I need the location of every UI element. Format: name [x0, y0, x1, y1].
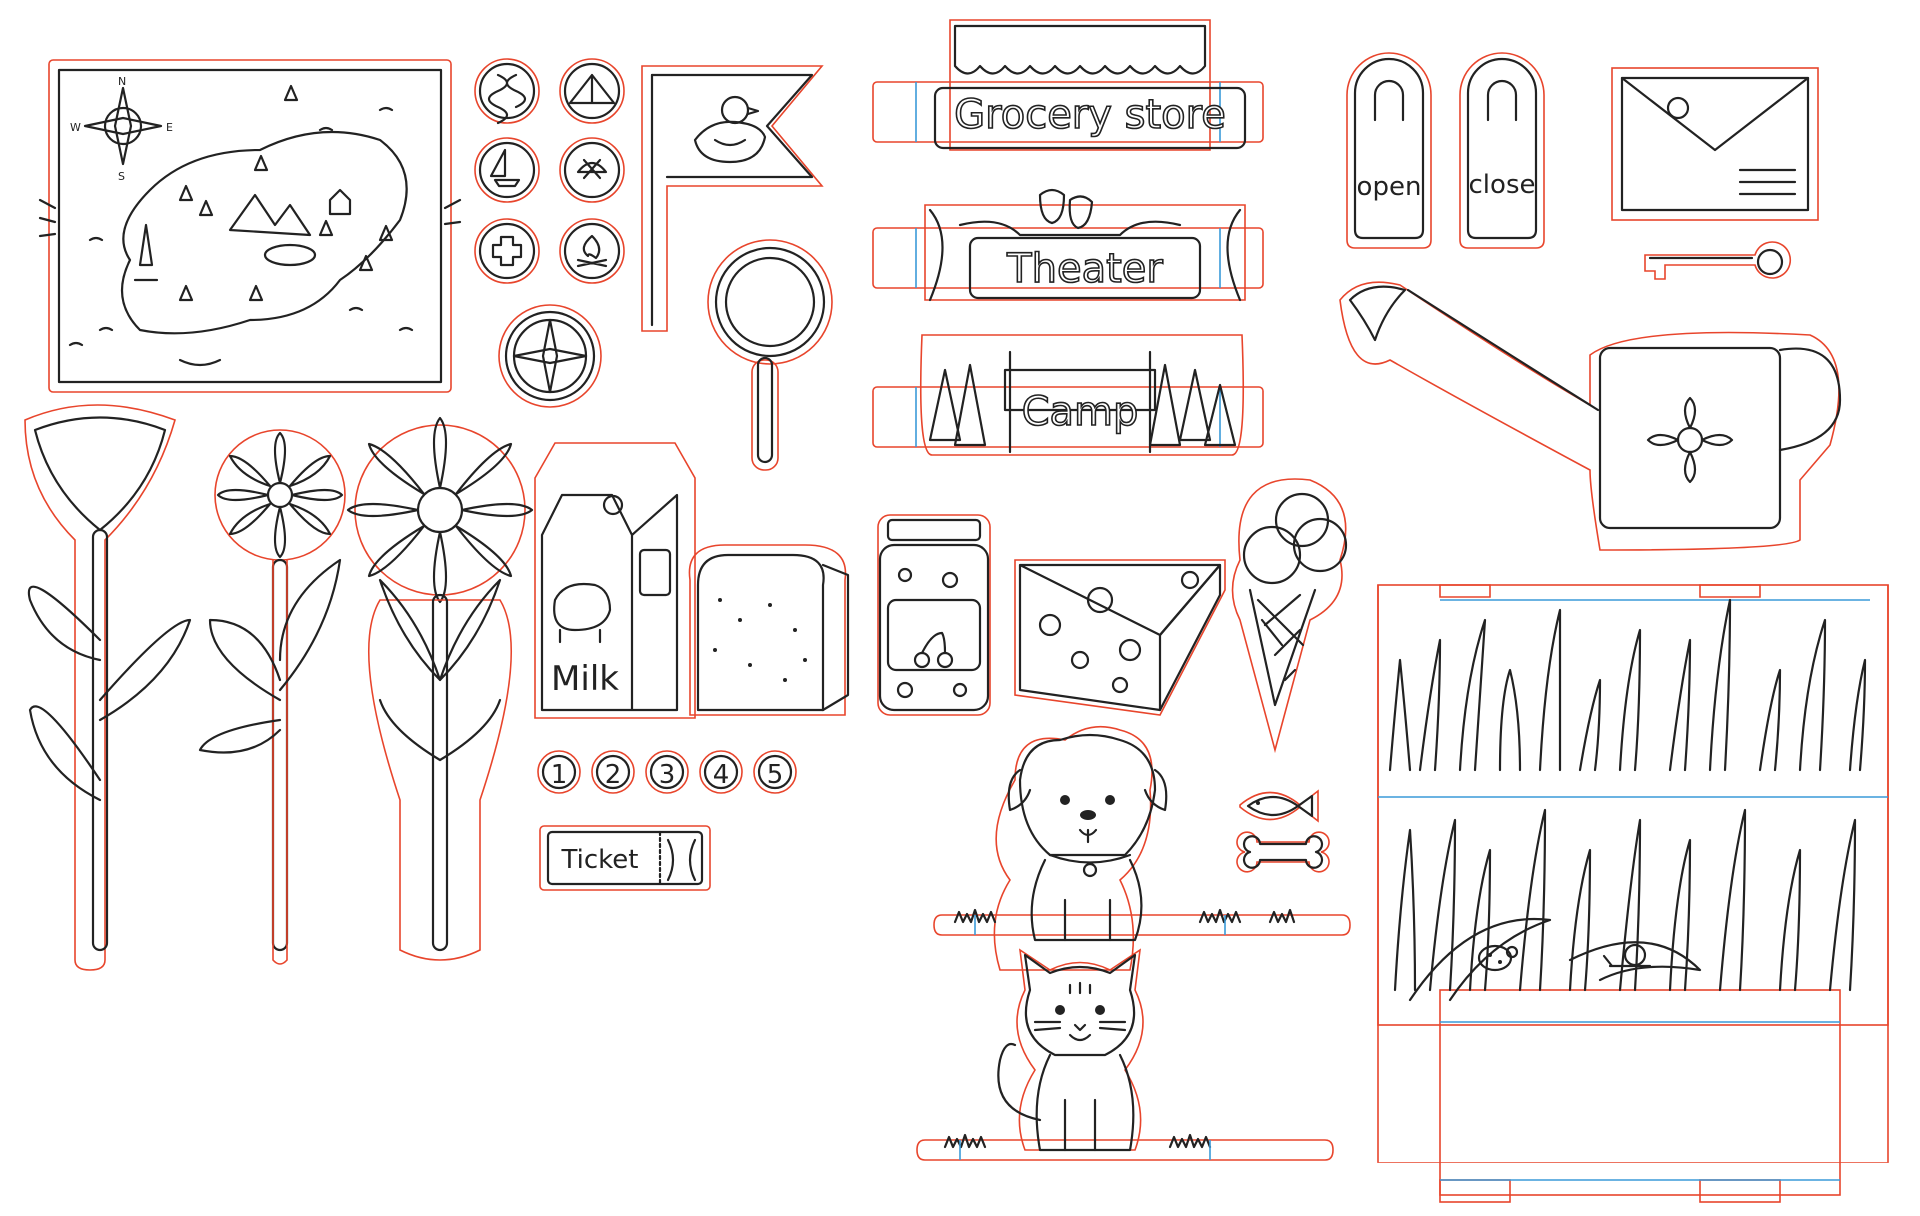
milk-carton: Milk — [534, 442, 696, 719]
camp-plank — [1003, 368, 1157, 412]
map-house-icon — [328, 188, 352, 216]
ticket-label: Ticket — [561, 845, 639, 875]
number-token-4: 4 — [699, 750, 743, 794]
svg-text:1: 1 — [551, 760, 568, 790]
sailboat-icon — [489, 148, 521, 188]
first-aid-icon — [491, 235, 523, 267]
envelope — [1611, 67, 1819, 221]
bone-token — [1236, 831, 1330, 873]
ticket: Ticket — [539, 825, 711, 891]
magnifying-glass — [707, 239, 833, 471]
curtain-icon — [928, 208, 1242, 302]
map-compass-n: N — [118, 75, 126, 88]
kitten-tail — [997, 1042, 1042, 1122]
grocery-store-sign: Grocery store — [872, 19, 1264, 151]
cow-icon — [553, 582, 612, 644]
svg-text:3: 3 — [659, 760, 676, 790]
theater-sign: Theater — [872, 188, 1264, 302]
map-compass-e: E — [166, 121, 173, 134]
map-compass-rose-icon: N S E W — [70, 75, 173, 183]
cooking-icon — [576, 158, 608, 180]
duck-flag — [641, 65, 824, 332]
puppy-tongue — [1078, 828, 1098, 844]
badge-campfire — [559, 218, 625, 284]
map-boat-icon — [178, 358, 222, 367]
compass-token — [498, 304, 602, 408]
tent-icon — [568, 73, 616, 105]
grass-stand — [1377, 584, 1889, 1203]
puppy-figure — [933, 725, 1351, 971]
map-island-outline — [120, 130, 408, 335]
badge-sailboat — [474, 137, 540, 203]
number-token-2: 2 — [591, 750, 635, 794]
flower-daisy-large — [346, 416, 534, 961]
cheese-holes — [1038, 570, 1200, 694]
badge-knot — [474, 58, 540, 125]
fish-token — [1239, 789, 1319, 823]
ice-cream-cone — [1231, 478, 1348, 754]
close-label: close — [1469, 170, 1536, 200]
grass-row-bottom — [1393, 808, 1857, 1002]
puppy-ears — [1007, 768, 1168, 812]
snail-icon — [1602, 943, 1652, 968]
treasure-map: N S E W — [38, 59, 462, 393]
open-label: open — [1357, 172, 1422, 202]
map-trees — [178, 84, 394, 302]
flower-tulip — [24, 404, 192, 971]
curtain-icon — [666, 838, 697, 882]
svg-text:4: 4 — [713, 760, 730, 790]
grass-row-top — [1388, 598, 1867, 772]
key — [1644, 241, 1792, 280]
theater-masks-icon — [1038, 188, 1094, 230]
close-door-hanger: close — [1459, 52, 1545, 249]
kitten-whiskers — [1033, 1020, 1127, 1042]
badge-first-aid — [474, 218, 540, 284]
milk-label: Milk — [551, 659, 619, 699]
grocery-store-label: Grocery store — [954, 92, 1226, 138]
camp-label: Camp — [1022, 389, 1139, 435]
badge-tent — [559, 58, 625, 124]
cheese-wedge — [1014, 559, 1226, 716]
camp-posts — [1008, 350, 1152, 454]
theater-label: Theater — [1006, 246, 1163, 292]
map-lighthouse-icon — [133, 223, 159, 282]
number-token-5: 5 — [753, 750, 797, 794]
flower-daisy-small — [198, 429, 346, 965]
ribbon-banner — [958, 220, 1182, 237]
duck-icon — [693, 95, 767, 164]
ladybug-icon — [1477, 944, 1519, 972]
camp-sign: Camp — [872, 334, 1264, 456]
bread-crumbs — [713, 598, 807, 682]
kitten-figure — [916, 948, 1334, 1161]
badge-cooking — [559, 137, 625, 203]
number-token-3: 3 — [645, 750, 689, 794]
cherry-icon — [913, 631, 954, 669]
milk-cap-icon — [602, 494, 624, 516]
puppy-collar — [1048, 853, 1132, 864]
knot-icon — [487, 73, 527, 125]
map-compass-s: S — [118, 170, 125, 183]
open-door-hanger: open — [1346, 52, 1432, 249]
watering-can — [1339, 281, 1842, 551]
number-tokens: 1 2 3 4 5 — [537, 750, 797, 794]
map-mountain-icon — [228, 193, 312, 237]
campfire-icon — [576, 234, 608, 268]
bread-slice — [688, 544, 850, 716]
map-compass-w: W — [70, 121, 81, 134]
flower-icon — [1646, 396, 1734, 484]
camp-trees — [928, 363, 1237, 447]
cherry-jam-jar — [877, 514, 991, 716]
awning-icon — [953, 24, 1207, 75]
number-token-1: 1 — [537, 750, 581, 794]
wax-seal-icon — [1666, 96, 1690, 120]
compass-rose-icon — [512, 318, 588, 394]
map-lake — [263, 243, 317, 267]
svg-text:2: 2 — [605, 760, 622, 790]
watering-can-handle — [1778, 347, 1842, 452]
svg-text:5: 5 — [767, 760, 784, 790]
